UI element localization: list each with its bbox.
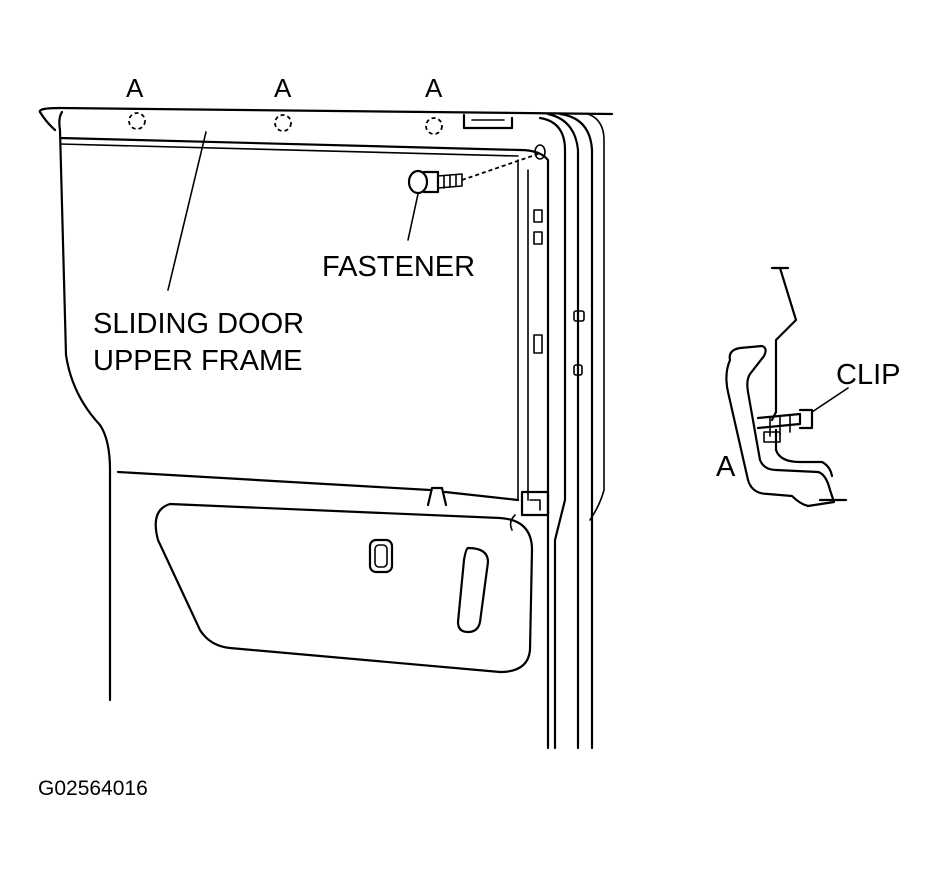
clip-location-markers (128, 112, 443, 135)
door-panel (38, 106, 614, 750)
fastener-label: FASTENER (322, 251, 475, 283)
clip-leader-line (811, 387, 849, 413)
point-a-label-2: A (274, 73, 292, 103)
clip-label: CLIP (836, 359, 900, 391)
point-a-label-3: A (425, 73, 443, 103)
detail-a-label: A (716, 451, 736, 483)
figure-code: G02564016 (38, 777, 148, 800)
fastener-part (407, 144, 546, 195)
fastener-leader-line (407, 193, 419, 241)
upper-frame-label-line2: UPPER FRAME (93, 345, 302, 377)
upper-frame-label-line1: SLIDING DOOR (93, 308, 304, 340)
upper-frame-leader-line (167, 131, 207, 291)
point-a-label-1: A (126, 73, 144, 103)
clip-detail-section (725, 266, 848, 508)
door-trim-armrest (154, 502, 534, 674)
